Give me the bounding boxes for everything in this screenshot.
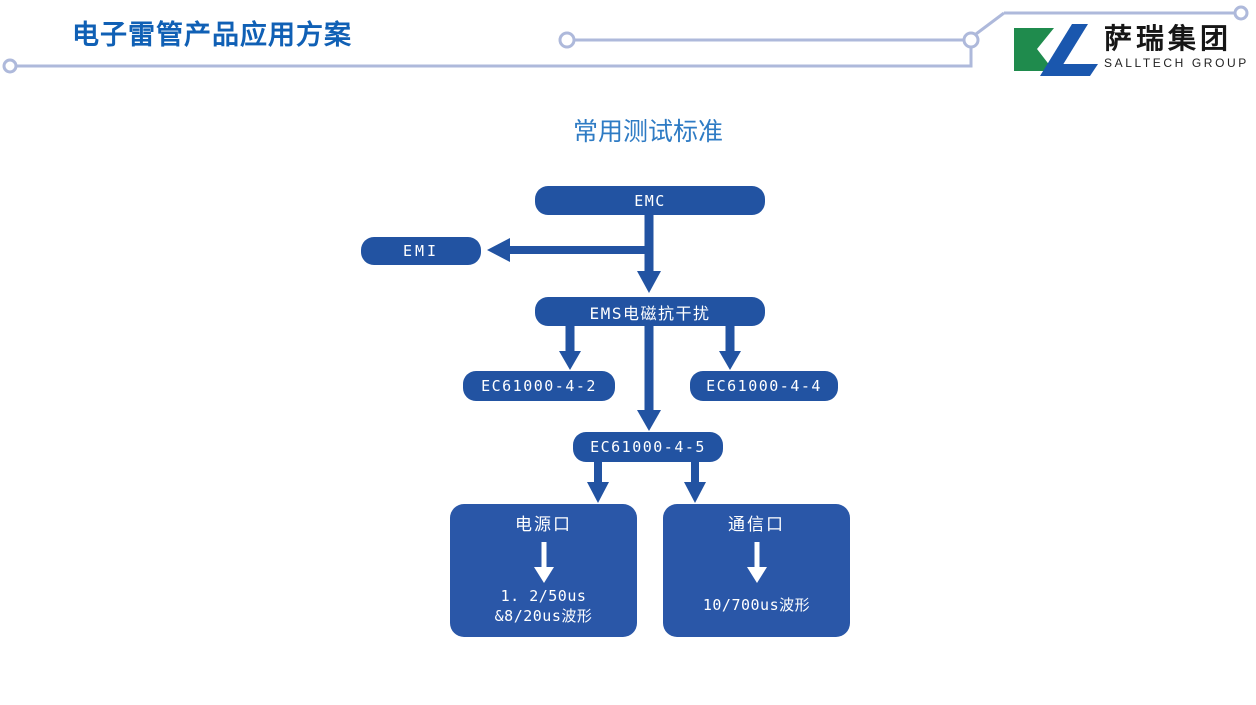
connector-ems-to-ec4 — [719, 325, 741, 370]
connector-emc-to-ems — [637, 213, 661, 293]
connector-ems-to-ec5 — [637, 325, 661, 431]
comm-port-line1: 10/700us波形 — [702, 596, 811, 614]
logo-name-en: SALLTECH GROUP — [1104, 55, 1249, 70]
node-ec61000-4-2: EC61000-4-2 — [463, 371, 615, 401]
node-emi: EMI — [361, 237, 481, 265]
node-comm-port: 通信口 10/700us波形 — [663, 504, 850, 637]
connector-ems-to-ec2 — [559, 325, 581, 370]
node-ec61000-4-5: EC61000-4-5 — [573, 432, 723, 462]
power-port-line2: &8/20us波形 — [494, 606, 593, 625]
decor-circle-left — [2, 58, 18, 74]
down-arrow-icon — [746, 542, 767, 583]
decor-diagonal-line — [975, 11, 1005, 36]
logo-green-shape — [1014, 28, 1054, 71]
decor-circle-mid-left — [558, 31, 576, 49]
node-ems: EMS电磁抗干扰 — [535, 297, 765, 326]
comm-port-title: 通信口 — [728, 515, 785, 535]
power-port-title: 电源口 — [515, 515, 572, 535]
connector-ec5-to-power — [587, 462, 609, 503]
connector-emc-to-emi — [487, 238, 653, 262]
decor-circle-top-right — [1233, 5, 1249, 21]
comm-port-waveform: 10/700us波形 — [703, 587, 810, 616]
logo-blue-stripe — [1040, 24, 1088, 76]
logo-name-cn: 萨瑞集团 — [1104, 23, 1233, 54]
power-port-waveform: 1. 2/50us &8/20us波形 — [495, 587, 593, 627]
decor-circle-mid-right — [962, 31, 980, 49]
company-logo: 萨瑞集团 SALLTECH GROUP — [1014, 23, 1249, 76]
power-port-line1: 1. 2/50us — [500, 587, 587, 605]
node-power-port: 电源口 1. 2/50us &8/20us波形 — [450, 504, 637, 637]
node-emc: EMC — [535, 186, 765, 215]
logo-blue-foot — [1055, 64, 1098, 76]
logo-mark-icon — [1014, 24, 1098, 76]
node-ec61000-4-4: EC61000-4-4 — [690, 371, 838, 401]
connector-ec5-to-comm — [684, 462, 706, 503]
page-title: 电子雷管产品应用方案 — [72, 20, 352, 50]
diagram-title: 常用测试标准 — [572, 118, 723, 146]
logo-text: 萨瑞集团 SALLTECH GROUP — [1104, 23, 1249, 70]
down-arrow-icon — [533, 542, 554, 583]
